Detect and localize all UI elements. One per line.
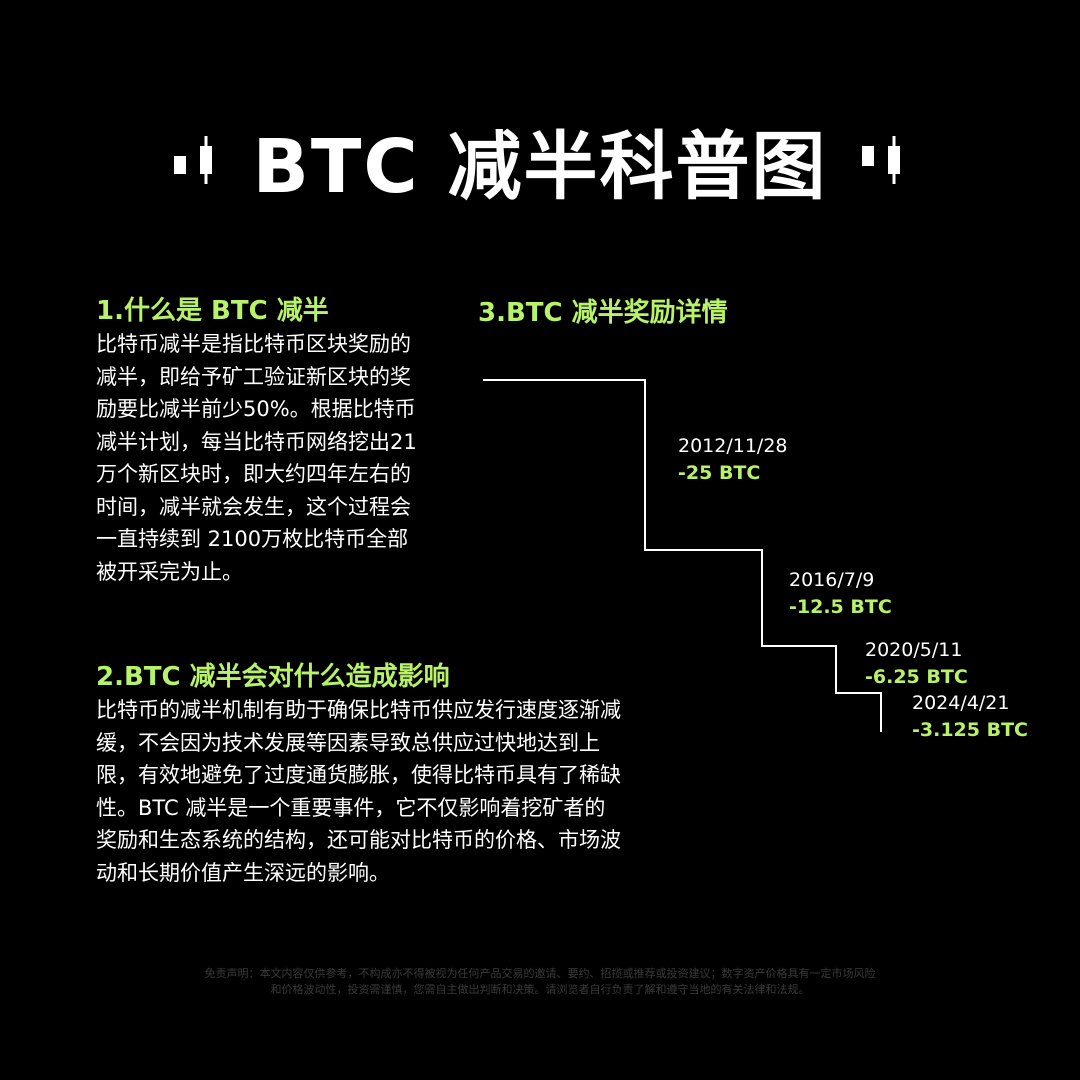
- section-what-line: 减半计划，每当比特币网络挖出21: [96, 429, 417, 454]
- section-what-line: 被开采完为止。: [96, 559, 243, 584]
- section-impact-line: 限，有效地避免了过度通货膨胀，使得比特币具有了稀缺: [96, 763, 621, 787]
- section-impact-line: 动和长期价值产生深远的影响。: [96, 860, 390, 885]
- milestone-2020: 2020/5/11 -6.25 BTC: [865, 637, 968, 691]
- disclaimer-line: 和价格波动性，投资需谨慎，您需自主做出判断和决策。请浏览者自行负责了解和遵守当地…: [270, 983, 810, 996]
- section-what-line: 励要比减半前少50%。根据比特币: [96, 397, 416, 421]
- candlestick-icon: [862, 136, 901, 184]
- section-impact-line: 奖励和生态系统的结构，还可能对比特币的价格、市场波: [96, 828, 621, 852]
- section-details-heading: 3.BTC 减半奖励详情: [478, 298, 728, 328]
- section-what-line: 减半，即给予矿工验证新区块的奖: [96, 364, 411, 389]
- milestone-reward: -3.125 BTC: [912, 719, 1028, 741]
- section-what-line: 比特币减半是指比特币区块奖励的: [96, 332, 411, 356]
- disclaimer-line: 免责声明：本文内容仅供参考，不构成亦不得被视为任何产品交易的邀请、要约、招揽或推…: [204, 967, 876, 980]
- section-what-line: 时间，减半就会发生，这个过程会: [96, 494, 411, 519]
- milestone-reward: -12.5 BTC: [789, 596, 892, 618]
- section-impact-line: 比特币的减半机制有助于确保比特币供应发行速度逐渐减: [96, 698, 621, 722]
- milestone-reward: -25 BTC: [678, 462, 761, 484]
- milestone-2012: 2012/11/28 -25 BTC: [678, 433, 788, 487]
- milestone-2016: 2016/7/9 -12.5 BTC: [789, 567, 892, 621]
- section-impact-heading: 2.BTC 减半会对什么造成影响: [96, 662, 450, 692]
- candlestick-icon: [173, 136, 212, 184]
- milestone-date: 2024/4/21: [912, 692, 1010, 714]
- title-row: BTC 减半科普图: [0, 112, 1080, 210]
- section-impact-line: 性。BTC 减半是一个重要事件，它不仅影响着挖矿者的: [96, 795, 606, 820]
- section-what-line: 一直持续到 2100万枚比特币全部: [96, 527, 409, 551]
- section-what-heading: 1.什么是 BTC 减半: [96, 296, 329, 326]
- section-what-body: 比特币减半是指比特币区块奖励的 减半，即给予矿工验证新区块的奖 励要比减半前少5…: [96, 328, 417, 588]
- section-impact-line: 缓，不会因为技术发展等因素导致总供应过快地达到上: [96, 730, 600, 755]
- milestone-date: 2012/11/28: [678, 435, 788, 457]
- milestone-2024: 2024/4/21 -3.125 BTC: [912, 690, 1028, 744]
- milestone-date: 2020/5/11: [865, 639, 963, 661]
- milestone-date: 2016/7/9: [789, 569, 875, 591]
- milestone-reward: -6.25 BTC: [865, 666, 968, 688]
- disclaimer: 免责声明：本文内容仅供参考，不构成亦不得被视为任何产品交易的邀请、要约、招揽或推…: [150, 966, 930, 998]
- section-impact-body: 比特币的减半机制有助于确保比特币供应发行速度逐渐减 缓，不会因为技术发展等因素导…: [96, 694, 621, 889]
- page-title: BTC 减半科普图: [252, 123, 828, 210]
- section-what-line: 万个新区块时，即大约四年左右的: [96, 462, 411, 486]
